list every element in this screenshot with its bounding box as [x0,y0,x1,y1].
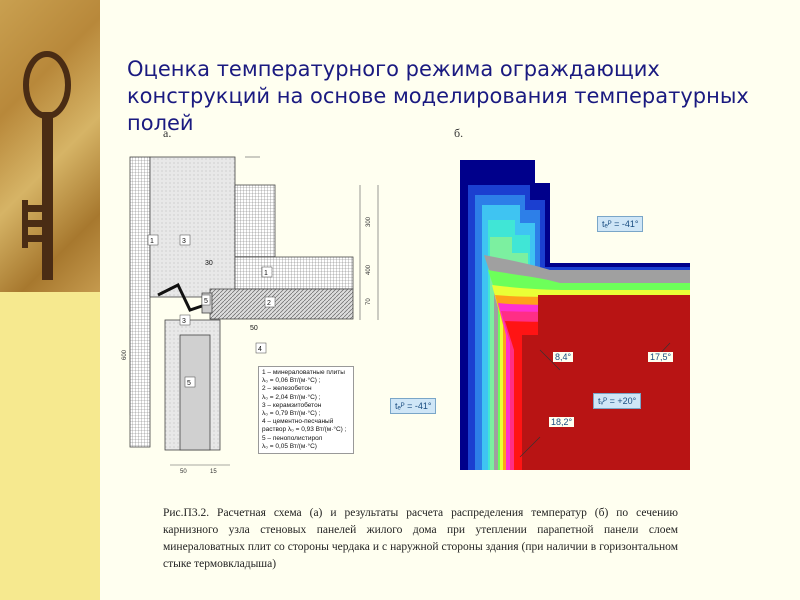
legend-line: 2 – железобетон [262,385,312,393]
figure-caption: Рис.П3.2. Расчетная схема (а) и результа… [163,507,678,570]
legend-line: 5 – пенополистирол [262,434,323,442]
legend-line: λ₀ = 0,79 Вт/(м·°С) ; [262,410,321,418]
dim-30: 30 [205,260,213,267]
region-label-3: 3 [182,238,186,245]
dim-15: 15 [210,469,217,475]
region-label-5b: 5 [187,380,191,387]
temp-value-8-4: 8,4° [553,352,574,362]
legend-line: 3 – керамзитобетон [262,401,322,409]
legend-line: 4 – цементно-песчаный [262,418,334,426]
legend-line: λ₀ = 0,06 Вт/(м·°С) ; [262,377,321,385]
region-label-1b: 1 [264,270,268,277]
region-label-5: 5 [204,298,208,305]
key-icon [22,51,71,280]
temp-value-17-5: 17,5° [648,352,674,362]
dim-400: 400 [366,264,372,275]
dim-300: 300 [366,216,372,227]
dim-50: 50 [250,325,258,332]
inner-temp-tag: tᵥᴾ = +20° [593,393,642,409]
legend-line: λ₀ = 0,05 Вт/(м·°С) [262,442,317,450]
panel-a-label: а. [163,126,172,140]
legend-line: 1 – минераловатные плиты [262,369,345,376]
dim-50b: 50 [180,469,187,475]
legend-line: λ₀ = 2,04 Вт/(м·°С) ; [262,393,321,401]
dim-70: 70 [366,298,372,305]
temp-value-18-2: 18,2° [549,417,575,427]
region-label-4: 4 [258,346,262,353]
region-label-2: 2 [267,300,271,307]
material-legend: 1 – минераловатные плиты λ₀ = 0,06 Вт/(м… [258,366,354,454]
legend-line: раствор λ₀ = 0,93 Вт/(м·°С) ; [262,426,347,434]
dim-600: 600 [122,349,128,360]
outer-temp-top-tag: tₑᴾ = -41° [597,216,644,232]
key-photo [0,0,100,292]
outer-temp-left-tag: tₑᴾ = -41° [390,398,437,414]
region-label-1: 1 [150,238,154,245]
design-scheme-diagram: 1 3 30 1 5 2 3 50 4 5 300 400 70 50 600 … [122,156,379,475]
panel-b-label: б. [454,126,464,140]
temperature-field-diagram [450,145,700,475]
region-label-3b: 3 [182,318,186,325]
slide-title: Оценка температурного режима ограждающих… [127,57,749,135]
